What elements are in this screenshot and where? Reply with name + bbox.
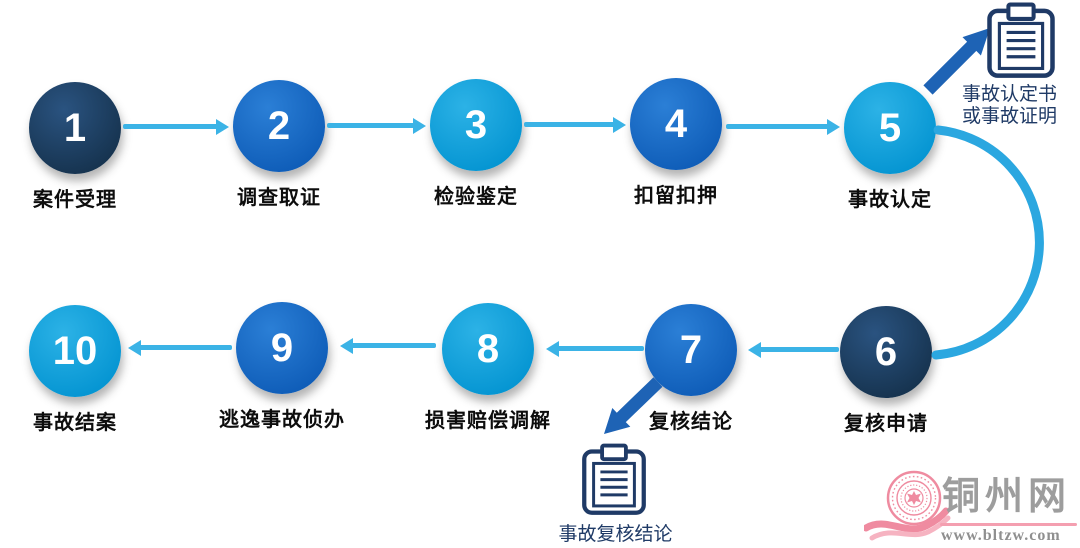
watermark-underline (940, 523, 1077, 526)
step-number-6: 6 (874, 330, 898, 374)
step-circle-1: 1 (29, 82, 121, 174)
arrow-2-to-3 (327, 118, 426, 134)
step-label-3: 检验鉴定 (434, 186, 518, 208)
step-label-4: 扣留扣押 (634, 185, 718, 207)
arrow-3-to-4 (524, 117, 626, 133)
step-node-2: 2 调查取证 (189, 80, 369, 210)
step-node-6: 6 复核申请 (796, 306, 976, 436)
step-number-3: 3 (464, 103, 488, 147)
step-label-5: 事故认定 (848, 189, 932, 211)
arrow-8-to-9 (340, 338, 436, 354)
step-label-8: 损害赔偿调解 (425, 410, 551, 432)
arrow-7-to-document (604, 377, 663, 434)
document-label-top: 事故认定书 或事故证明 (962, 84, 1080, 128)
step-circle-4: 4 (630, 78, 722, 170)
step-label-6: 复核申请 (844, 413, 928, 435)
step-node-1: 1 案件受理 (0, 82, 165, 212)
arrow-4-to-5 (726, 119, 840, 135)
step-label-2: 调查取证 (237, 187, 321, 209)
arc-connector-5-to-6 (931, 125, 1044, 360)
step-number-7: 7 (679, 328, 703, 372)
step-label-1: 案件受理 (33, 189, 117, 211)
step-node-3: 3 检验鉴定 (386, 79, 566, 209)
step-circle-5: 5 (844, 82, 936, 174)
step-node-4: 4 扣留扣押 (586, 78, 766, 208)
step-circle-3: 3 (430, 79, 522, 171)
document-label-bottom: 事故复核结论 (548, 524, 683, 546)
watermark: 铜州网 www.bltzw.com (860, 462, 1080, 548)
step-circle-2: 2 (233, 80, 325, 172)
step-node-10: 10 事故结案 (0, 305, 165, 435)
step-node-8: 8 损害赔偿调解 (398, 303, 578, 433)
document-label-top-line2: 或事故证明 (962, 106, 1058, 127)
step-circle-8: 8 (442, 303, 534, 395)
step-circle-6: 6 (840, 306, 932, 398)
watermark-site-url: www.bltzw.com (941, 527, 1061, 544)
step-number-10: 10 (52, 329, 98, 373)
step-label-7: 复核结论 (649, 411, 733, 433)
step-number-8: 8 (476, 327, 500, 371)
step-number-2: 2 (267, 104, 291, 148)
step-node-5: 5 事故认定 (800, 82, 980, 212)
arrow-9-to-10 (128, 340, 232, 356)
step-number-5: 5 (878, 106, 902, 150)
clipboard-document-icon-top (987, 2, 1055, 78)
document-label-top-line1: 事故认定书 (962, 84, 1058, 105)
watermark-site-name: 铜州网 (942, 476, 1072, 518)
step-circle-10: 10 (29, 305, 121, 397)
step-label-10: 事故结案 (33, 412, 117, 434)
arrow-6-to-7 (748, 342, 839, 358)
arrow-5-to-document (923, 28, 990, 95)
arrow-7-to-8 (546, 341, 644, 357)
step-node-7: 7 复核结论 (601, 304, 781, 434)
step-number-4: 4 (664, 102, 688, 146)
step-circle-7: 7 (645, 304, 737, 396)
arrow-1-to-2 (123, 119, 229, 135)
step-label-9: 逃逸事故侦办 (219, 409, 345, 431)
step-number-1: 1 (63, 106, 87, 150)
document-label-bottom-line1: 事故复核结论 (558, 524, 673, 545)
step-number-9: 9 (270, 326, 294, 370)
seal-star (907, 491, 921, 505)
step-circle-9: 9 (236, 302, 328, 394)
step-node-9: 9 逃逸事故侦办 (192, 302, 372, 432)
clipboard-document-icon-bottom (582, 443, 646, 515)
